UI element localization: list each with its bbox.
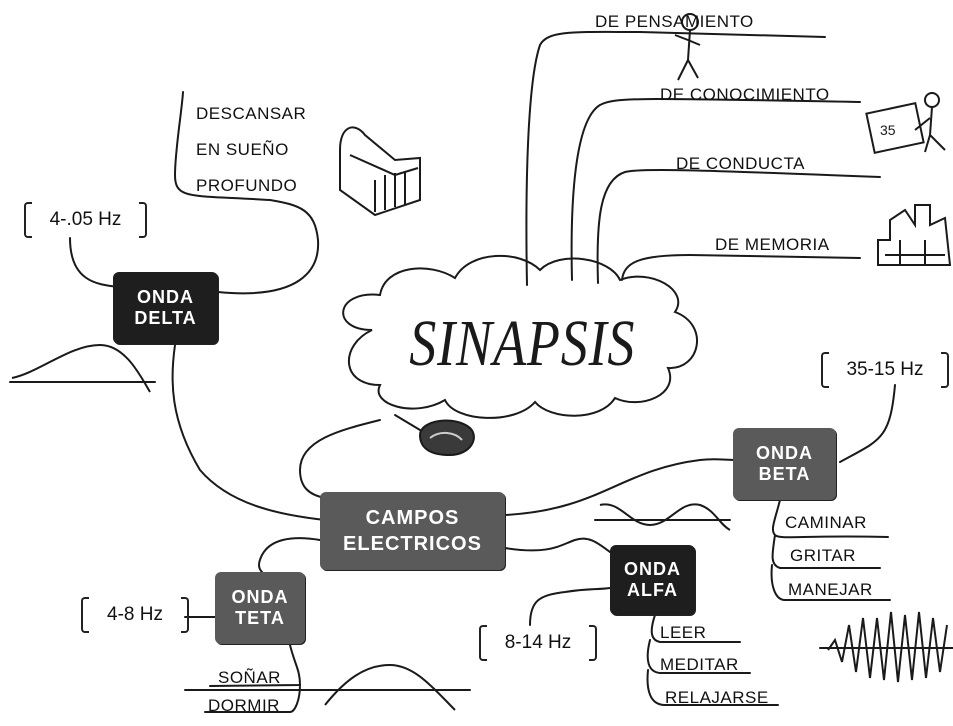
delta-activity-1: DESCANSAR	[196, 104, 307, 123]
line-memoria	[621, 253, 861, 281]
line-alfa-campos	[504, 537, 611, 553]
alfa-activity-3: RELAJARSE	[665, 688, 769, 707]
brain-icon	[418, 419, 475, 457]
line-cloud-campos	[298, 419, 381, 499]
line-beta-campos	[504, 458, 736, 516]
delta-wave	[11, 343, 151, 393]
branch-conducta: DE CONDUCTA	[676, 154, 805, 173]
beta-wave	[827, 611, 948, 683]
line-pensamiento	[525, 30, 826, 286]
alfa-line2: ALFA	[627, 580, 678, 600]
campos-line1: CAMPOS	[365, 507, 460, 529]
line-alfa-activities	[646, 614, 779, 706]
branch-memoria: DE MEMORIA	[715, 235, 830, 254]
beta-frequency: 35-15 Hz	[821, 352, 949, 388]
line-teta-campos	[258, 537, 321, 573]
beta-activity-1: CAMINAR	[785, 513, 867, 532]
teta-activity-2: DORMIR	[208, 696, 280, 715]
teta-activity-1: SOÑAR	[218, 668, 281, 687]
beta-line2: BETA	[758, 464, 811, 484]
branch-pensamiento: DE PENSAMIENTO	[595, 12, 754, 31]
sinapsis-cloud	[342, 254, 698, 419]
onda-delta-node: ONDA DELTA	[113, 272, 218, 344]
onda-beta-node: ONDA BETA	[733, 428, 836, 500]
teta-line2: TETA	[235, 608, 285, 628]
beta-activity-3: MANEJAR	[788, 580, 873, 599]
line-delta-activities	[173, 91, 320, 295]
campos-line2: ELECTRICOS	[343, 533, 482, 555]
alfa-activity-1: LEER	[660, 623, 707, 642]
line-conocimiento	[570, 97, 861, 281]
line-delta-campos	[171, 344, 326, 521]
teta-line1: ONDA	[231, 587, 289, 607]
center-title: SINAPSIS	[409, 307, 636, 380]
line-cloud-brain	[394, 414, 421, 431]
alfa-activity-2: MEDITAR	[660, 655, 739, 674]
delta-frequency: 4-.05 Hz	[24, 202, 147, 238]
castle-icon	[877, 204, 952, 266]
line-conducta	[596, 168, 881, 284]
svg-text:35: 35	[880, 122, 896, 138]
branch-conocimiento: DE CONOCIMIENTO	[660, 85, 830, 104]
line-beta-freq	[839, 384, 896, 463]
teta-wave	[324, 663, 456, 711]
beta-activity-2: GRITAR	[790, 546, 856, 565]
alfa-line1: ONDA	[624, 559, 681, 579]
line-delta-freq	[69, 237, 121, 288]
thinking-figure-icon	[674, 13, 701, 81]
onda-alfa-node: ONDA ALFA	[610, 545, 695, 615]
line-beta-activities	[770, 499, 891, 601]
bed-icon	[339, 126, 421, 217]
delta-line2: DELTA	[134, 308, 197, 328]
campos-electricos-node: CAMPOS ELECTRICOS	[320, 492, 505, 570]
writing-figure-icon: 35	[865, 92, 946, 154]
delta-activity-3: PROFUNDO	[196, 176, 298, 195]
alfa-wave	[599, 503, 731, 531]
alfa-frequency: 8-14 Hz	[479, 625, 597, 661]
delta-line1: ONDA	[137, 287, 194, 307]
delta-activity-2: EN SUEÑO	[196, 140, 289, 159]
beta-line1: ONDA	[756, 443, 813, 463]
line-alfa-freq	[529, 587, 611, 626]
onda-teta-node: ONDA TETA	[215, 572, 305, 644]
teta-frequency: 4-8 Hz	[81, 597, 189, 633]
